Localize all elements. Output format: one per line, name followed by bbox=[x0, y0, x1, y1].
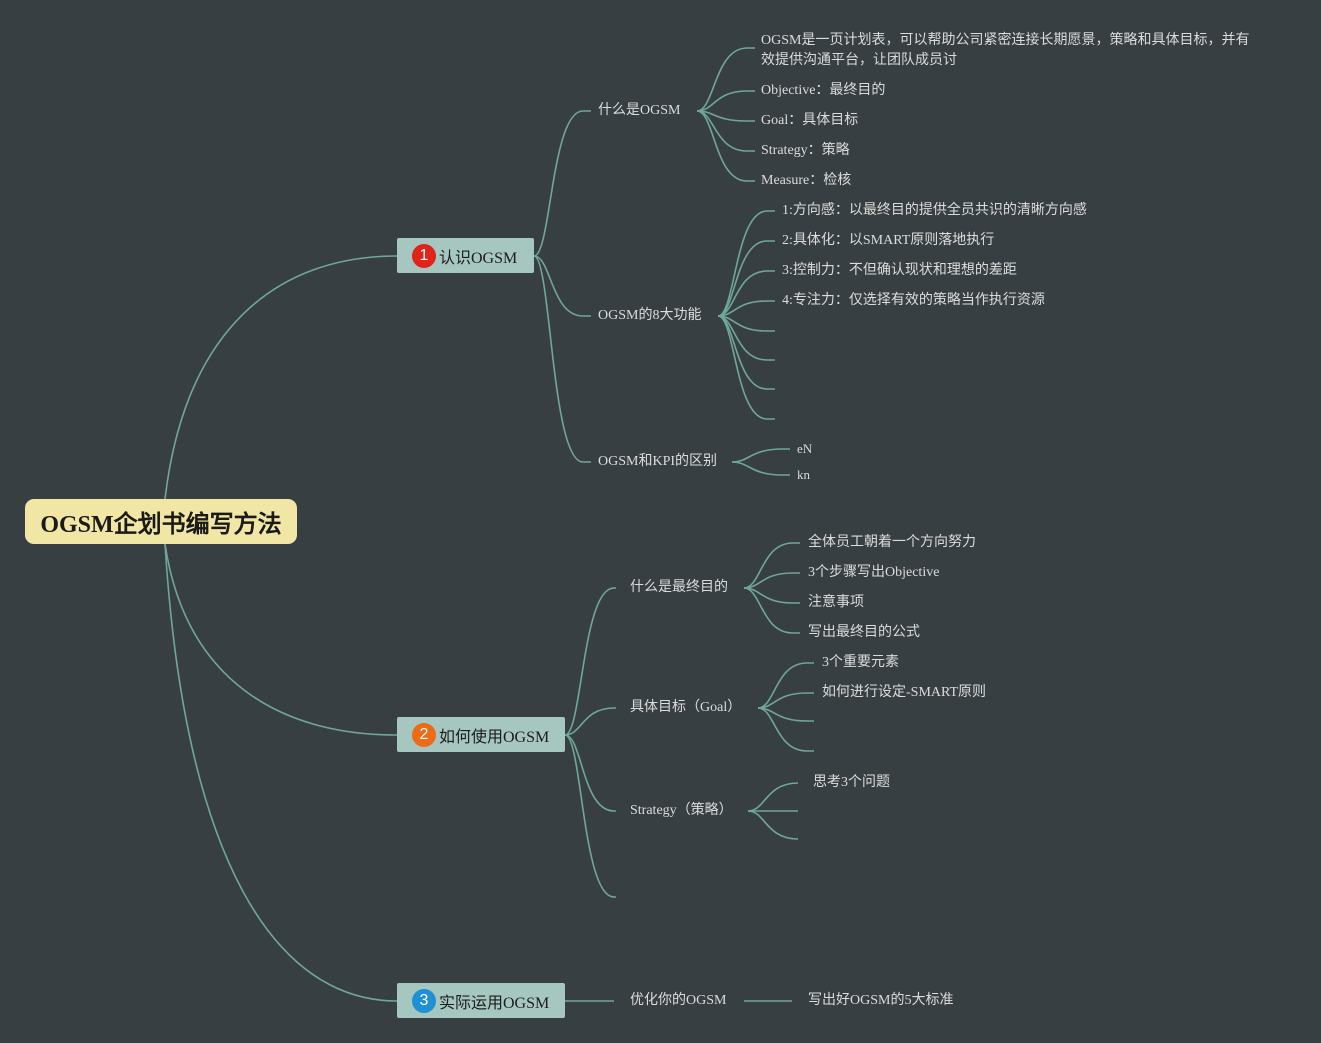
connector-b2-sub-2 bbox=[564, 734, 616, 812]
connector-s12-leaf-1 bbox=[731, 461, 790, 476]
priority-1-icon: 1 bbox=[412, 243, 436, 268]
main-topic-label: 实际运用OGSM bbox=[439, 994, 550, 1012]
priority-2-icon: 2 bbox=[412, 722, 436, 747]
leaf-ogsm-definition[interactable]: OGSM是一页计划表，可以帮助公司紧密连接长期愿景，策略和具体目标，并有效提供沟… bbox=[761, 33, 1250, 68]
connector-s11-leaf-1 bbox=[717, 240, 775, 317]
connector-s20-leaf-3 bbox=[743, 587, 800, 634]
subtopic-ogsm-vs-kpi[interactable]: OGSM和KPI的区别 bbox=[598, 454, 718, 469]
connector-b2-sub-3 bbox=[564, 734, 616, 898]
connector-b1-sub-1 bbox=[533, 255, 591, 317]
main-topic-3[interactable]: 3 实际运用OGSM bbox=[397, 983, 565, 1018]
connector-s20-leaf-0 bbox=[743, 542, 800, 589]
connector-root-2 bbox=[164, 543, 398, 736]
connector-root-3 bbox=[164, 543, 398, 1002]
subtopic-what-is-objective[interactable]: 什么是最终目的 bbox=[630, 580, 728, 595]
subtopic-what-is-ogsm[interactable]: 什么是OGSM bbox=[598, 103, 681, 118]
leaf-measure[interactable]: Measure：检核 bbox=[761, 173, 852, 188]
connector-s21-leaf-2 bbox=[757, 707, 814, 722]
leaf-function-3[interactable]: 3:控制力：不但确认现状和理想的差距 bbox=[782, 263, 1017, 278]
leaf-function-1[interactable]: 1:方向感：以最终目的提供全员共识的清晰方向感 bbox=[782, 203, 1087, 218]
leaf-function-2[interactable]: 2:具体化：以SMART原则落地执行 bbox=[782, 233, 995, 248]
main-topic-1[interactable]: 1 认识OGSM bbox=[397, 238, 534, 273]
leaf-one-direction[interactable]: 全体员工朝着一个方向努力 bbox=[808, 535, 976, 550]
connector-b2-sub-1 bbox=[564, 707, 616, 736]
connector-s20-leaf-1 bbox=[743, 572, 800, 589]
leaf-function-4[interactable]: 4:专注力：仅选择有效的策略当作执行资源 bbox=[782, 293, 1045, 308]
subtopic-strategy[interactable]: Strategy（策略） bbox=[630, 803, 733, 818]
connector-s21-leaf-3 bbox=[757, 707, 814, 752]
leaf-notes[interactable]: 注意事项 bbox=[808, 595, 864, 610]
main-topic-label: 认识OGSM bbox=[439, 249, 518, 267]
leaf-en[interactable]: eN bbox=[797, 441, 813, 456]
root-topic[interactable]: OGSM企划书编写方法 bbox=[25, 499, 297, 544]
leaf-smart-principle[interactable]: 如何进行设定-SMART原则 bbox=[822, 685, 987, 700]
connector-s10-leaf-0 bbox=[696, 47, 755, 112]
leaf-five-standards[interactable]: 写出好OGSM的5大标准 bbox=[808, 993, 954, 1008]
connector-s20-leaf-2 bbox=[743, 587, 800, 604]
leaf-objective[interactable]: Objective：最终目的 bbox=[761, 83, 886, 98]
connector-s10-leaf-1 bbox=[696, 90, 755, 112]
leaf-goal[interactable]: Goal：具体目标 bbox=[761, 113, 859, 128]
connector-s10-leaf-4 bbox=[696, 110, 755, 182]
connector-s11-leaf-7 bbox=[717, 315, 775, 420]
connector-s21-leaf-0 bbox=[757, 662, 814, 709]
subtopic-ogsm-8-functions[interactable]: OGSM的8大功能 bbox=[598, 308, 702, 323]
connector-s12-leaf-0 bbox=[731, 448, 790, 463]
connector-s22-leaf-0 bbox=[747, 782, 799, 812]
connector-s11-leaf-2 bbox=[717, 270, 775, 317]
leaf-strategy[interactable]: Strategy：策略 bbox=[761, 143, 850, 158]
leaf-three-elements[interactable]: 3个重要元素 bbox=[822, 655, 899, 670]
connector-s11-leaf-3 bbox=[717, 300, 775, 317]
connector-s22-leaf-2 bbox=[747, 810, 799, 840]
subtopic-optimize-ogsm[interactable]: 优化你的OGSM bbox=[630, 993, 727, 1008]
priority-3-icon: 3 bbox=[412, 988, 436, 1013]
connector-s11-leaf-0 bbox=[717, 210, 775, 317]
connector-s21-leaf-1 bbox=[757, 692, 814, 709]
leaf-three-steps[interactable]: 3个步骤写出Objective bbox=[808, 565, 940, 580]
leaf-three-questions[interactable]: 思考3个问题 bbox=[813, 775, 890, 790]
main-topic-label: 如何使用OGSM bbox=[439, 728, 550, 746]
connector-b1-sub-0 bbox=[533, 110, 591, 257]
connector-b1-sub-2 bbox=[533, 255, 591, 463]
subtopic-goal[interactable]: 具体目标（Goal） bbox=[630, 700, 742, 715]
leaf-kn[interactable]: kn bbox=[797, 467, 810, 482]
connector-root-1 bbox=[164, 255, 398, 500]
connector-b2-sub-0 bbox=[564, 587, 616, 736]
main-topic-2[interactable]: 2 如何使用OGSM bbox=[397, 717, 565, 752]
leaf-formula[interactable]: 写出最终目的公式 bbox=[808, 625, 920, 640]
